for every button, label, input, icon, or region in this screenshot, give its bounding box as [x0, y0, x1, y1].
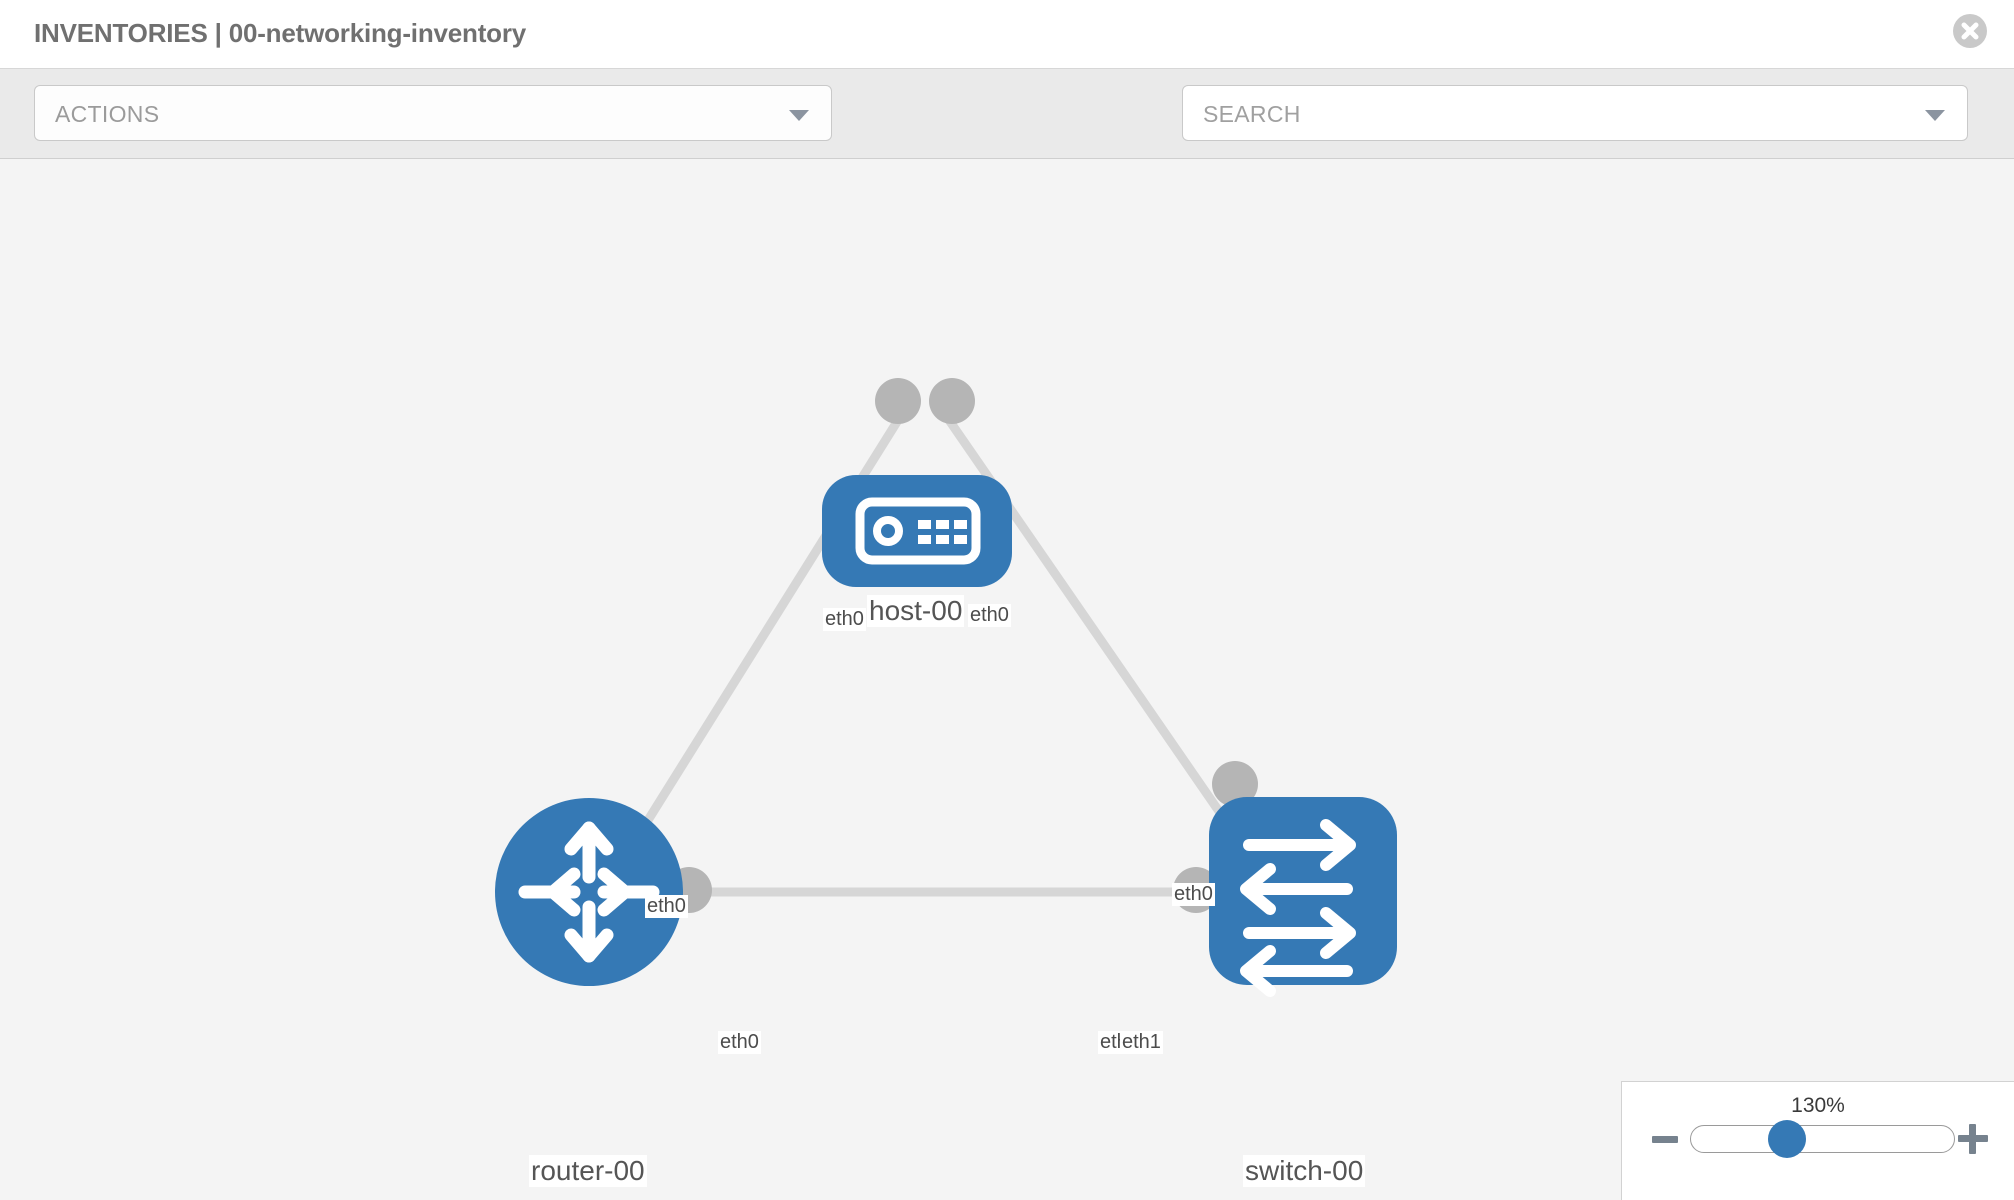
server-icon — [855, 497, 981, 565]
zoom-slider-track[interactable] — [1690, 1125, 1955, 1153]
iface-label-host-eth0-left: eth0 — [823, 608, 866, 631]
connector-host-right — [929, 378, 975, 424]
chevron-down-icon — [789, 110, 809, 121]
node-switch-00 — [1209, 797, 1397, 997]
node-host-00 — [822, 475, 1012, 587]
iface-label-switch-eth0-up: eth0 — [1172, 883, 1215, 906]
router-arrows-icon — [518, 821, 660, 963]
node-label-host-00: host-00 — [867, 595, 965, 628]
close-icon[interactable] — [1952, 13, 1988, 49]
iface-label-router-eth0-mid: eth0 — [718, 1031, 761, 1054]
toolbar: ACTIONS SEARCH — [0, 69, 2014, 198]
topology-graph — [495, 378, 1397, 997]
minus-icon[interactable] — [1652, 1136, 1678, 1143]
connector-host-left — [875, 378, 921, 424]
iface-label-router-eth0-up: eth0 — [645, 895, 688, 918]
topology-canvas[interactable]: host-00 router-00 switch-00 eth0 eth0 et… — [0, 159, 2014, 1200]
page-title: INVENTORIES | 00-networking-inventory — [34, 18, 527, 48]
zoom-control-panel: 130% — [1621, 1081, 2014, 1200]
connector-switch-topleft — [1212, 761, 1258, 807]
chevron-down-icon[interactable] — [1925, 110, 1945, 121]
node-label-switch-00: switch-00 — [1243, 1155, 1366, 1188]
actions-dropdown[interactable]: ACTIONS — [34, 85, 832, 141]
page-header: INVENTORIES | 00-networking-inventory — [0, 0, 2014, 69]
zoom-slider-thumb[interactable] — [1768, 1120, 1806, 1158]
search-input[interactable]: SEARCH — [1182, 85, 1968, 141]
switch-arrows-icon — [1240, 819, 1356, 997]
plus-icon[interactable] — [1958, 1124, 1988, 1154]
zoom-level-value: 130% — [1791, 1094, 1845, 1117]
search-placeholder: SEARCH — [1203, 101, 1301, 127]
iface-label-switch-eth1-mid: eth1 — [1120, 1031, 1163, 1054]
iface-label-host-eth0-right: eth0 — [968, 604, 1011, 627]
link-host-switch — [936, 404, 1249, 852]
actions-dropdown-label: ACTIONS — [55, 101, 160, 127]
node-label-router-00: router-00 — [529, 1155, 647, 1188]
node-router-00 — [495, 798, 683, 986]
